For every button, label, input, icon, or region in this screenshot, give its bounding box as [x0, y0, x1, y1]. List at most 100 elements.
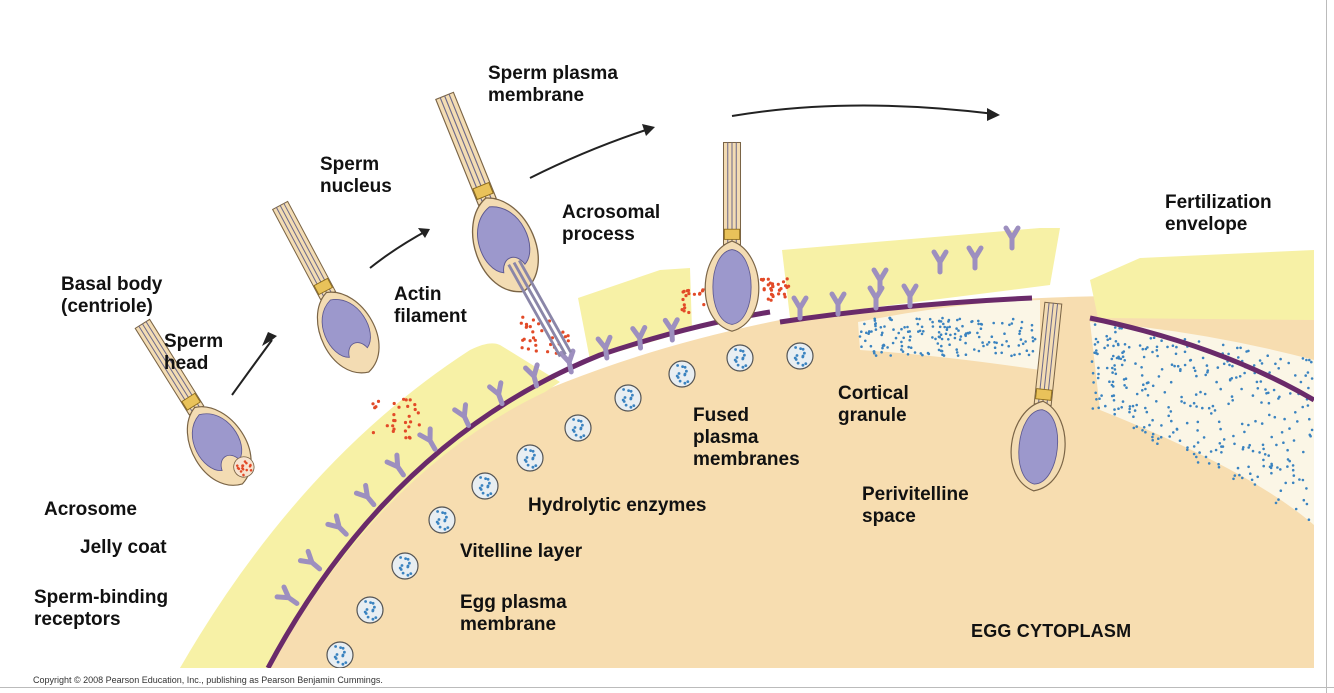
perivitelline-dot [993, 341, 996, 344]
label-acrosome: Acrosome [44, 499, 137, 521]
perivitelline-dot [1178, 439, 1182, 443]
perivitelline-dot [955, 327, 958, 330]
granule-dot [572, 418, 575, 421]
perivitelline-dot [1113, 326, 1117, 329]
perivitelline-dot [1094, 337, 1098, 341]
perivitelline-dot [1277, 367, 1280, 370]
arrow-3 [529, 127, 653, 179]
enzyme-dot [374, 405, 378, 409]
granule-dot [398, 566, 402, 570]
perivitelline-dot [1125, 386, 1128, 390]
perivitelline-dot [1296, 420, 1299, 423]
enzyme-dot [766, 277, 770, 281]
perivitelline-dot [939, 333, 943, 337]
perivitelline-dot [1005, 340, 1008, 343]
perivitelline-dot [1033, 337, 1037, 341]
perivitelline-dot [1151, 350, 1154, 354]
perivitelline-dot [903, 326, 906, 329]
perivitelline-dot [860, 345, 863, 349]
perivitelline-dot [1291, 481, 1295, 485]
perivitelline-dot [1096, 376, 1100, 380]
granule-dot [371, 601, 375, 605]
perivitelline-dot [1299, 380, 1303, 384]
perivitelline-dot [1159, 435, 1163, 439]
granule-dot [334, 645, 337, 648]
perivitelline-dot [1135, 403, 1138, 407]
perivitelline-dot [922, 330, 925, 333]
perivitelline-dot [1204, 373, 1207, 377]
perivitelline-dot [883, 325, 886, 328]
enzyme-dot [782, 292, 787, 296]
granule-dot [733, 358, 737, 362]
arrow-head [418, 228, 430, 238]
perivitelline-dot [1112, 399, 1116, 402]
egg-cytoplasm-region [180, 295, 1314, 668]
receptor-shape [384, 452, 406, 478]
cortical-granule [356, 596, 384, 624]
receptor-shape [325, 513, 349, 537]
granule-dot [443, 519, 447, 523]
perivitelline-dot [1146, 346, 1149, 349]
perivitelline-dot [953, 332, 957, 336]
perivitelline-dot [934, 337, 937, 341]
perivitelline-dot [953, 336, 957, 340]
granule-dot [404, 557, 407, 560]
enzyme-dot [407, 414, 411, 418]
perivitelline-dot [977, 322, 980, 326]
perivitelline-dot [1220, 451, 1223, 454]
perivitelline-dot [1170, 419, 1173, 423]
label-line: Jelly coat [80, 537, 167, 558]
perivitelline-dot [1264, 388, 1267, 391]
perivitelline-dot [1305, 487, 1308, 490]
perivitelline-dot [1111, 380, 1115, 384]
perivitelline-dot [1259, 380, 1263, 383]
perivitelline-dot [1117, 407, 1120, 411]
enzyme-dot [762, 288, 766, 292]
perivitelline-dot [1260, 401, 1263, 404]
frame-border-bottom [0, 687, 1334, 688]
enzyme-dot [528, 339, 532, 343]
perivitelline-dot [1092, 381, 1095, 384]
sperm-nucleus-shape [321, 299, 371, 358]
perivitelline-dot [1140, 366, 1143, 369]
granule-dot [743, 353, 746, 357]
perivitelline-dot [941, 316, 944, 320]
granule-dot [686, 380, 690, 383]
perivitelline-dot [931, 320, 934, 324]
perivitelline-dot [1291, 464, 1295, 467]
perivitelline-dot [1213, 409, 1217, 412]
perivitelline-dot [1093, 343, 1097, 346]
granule-dot [582, 434, 586, 437]
granule-dot [336, 660, 340, 664]
perivitelline-dot [1289, 392, 1292, 395]
receptor [487, 380, 505, 407]
enzyme-dot [778, 288, 782, 292]
receptor-shape [558, 348, 576, 375]
granule-dot [486, 493, 490, 497]
enzyme-dot [692, 292, 697, 296]
enzyme-dot [766, 297, 770, 301]
label-line: EGG CYTOPLASM [971, 621, 1132, 641]
receptor-shape [901, 283, 919, 309]
perivitelline-dot [1279, 357, 1282, 361]
perivitelline-dot [1249, 472, 1252, 476]
granule-dot [364, 600, 367, 603]
perivitelline-dot [1282, 441, 1285, 445]
perivitelline-dot [1217, 420, 1221, 424]
granule-dot [685, 369, 688, 373]
perivitelline-dot [926, 351, 930, 355]
granule-dot [341, 654, 345, 658]
granule-dot [489, 492, 493, 495]
perivitelline-dot [1294, 374, 1297, 377]
perivitelline-dot [931, 336, 934, 339]
receptor-shape [662, 317, 680, 343]
granule-dot [629, 405, 633, 409]
granule-dot [443, 527, 447, 531]
perivitelline-dot [1011, 317, 1015, 321]
enzyme-dot [402, 397, 406, 401]
perivitelline-dot [1121, 400, 1125, 403]
perivitelline-dot [1310, 428, 1314, 432]
label-fused-plasma-membranes: Fused plasma membranes [693, 405, 800, 471]
perivitelline-dot [1142, 355, 1146, 359]
